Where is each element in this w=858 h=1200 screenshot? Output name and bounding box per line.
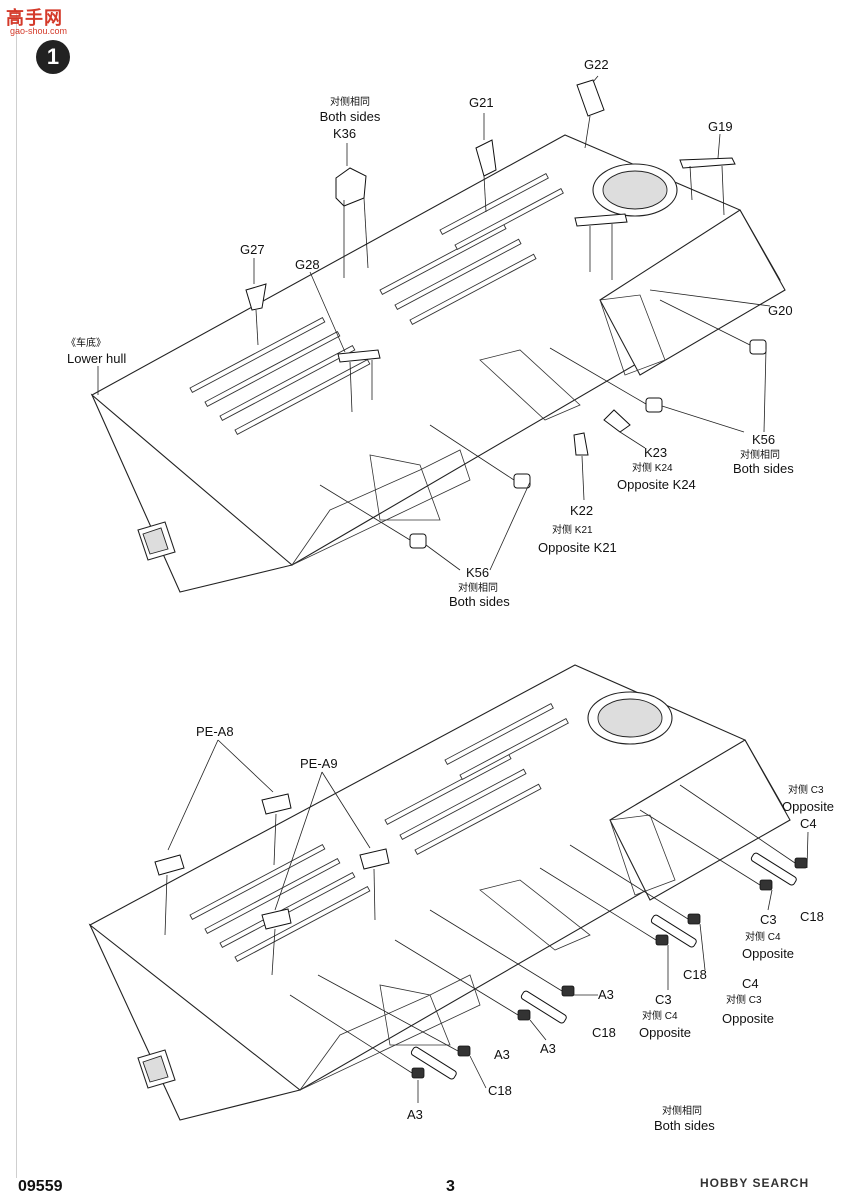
k36-note-en: Both sides <box>319 109 381 124</box>
label-c18-r2: C18 <box>683 967 707 982</box>
c4-r2-opposite-en: Opposite <box>722 1011 775 1026</box>
k22-opposite-cn: 对侧 K21 <box>552 525 593 536</box>
c3-r2-opposite-cn: 对侧 C4 <box>642 1011 678 1022</box>
k23-opposite-cn: 对侧 K24 <box>632 463 673 474</box>
arm-2 <box>520 990 567 1024</box>
bottom-hull-drawing <box>88 664 791 1121</box>
label-a3-3: A3 <box>494 1047 510 1062</box>
label-k22: K22 <box>570 503 594 518</box>
step-number-badge: 1 <box>36 40 70 74</box>
label-g28: G28 <box>295 257 320 272</box>
c3-mid-opposite-cn: 对侧 C4 <box>745 932 781 943</box>
k56-bottom-cn: 对侧相同 <box>458 583 498 594</box>
top-parts <box>245 79 767 549</box>
k23-opposite-en: Opposite K24 <box>617 477 696 492</box>
bottom-parts <box>154 793 808 1080</box>
label-g21: G21 <box>469 95 494 110</box>
label-g22: G22 <box>584 57 609 72</box>
label-pe-a9: PE-A9 <box>300 756 338 771</box>
label-g19: G19 <box>708 119 733 134</box>
k36-note-cn: 对侧相同 <box>330 97 370 108</box>
c3-top-opposite-en: Opposite <box>782 799 835 814</box>
label-k23: K23 <box>644 445 668 460</box>
bottom-leaders <box>164 739 809 1103</box>
watermark-url: gao-shou.com <box>10 26 68 36</box>
label-k56-bottom: K56 <box>466 565 490 580</box>
brand-watermark: HOBBY SEARCH <box>700 1176 810 1190</box>
bottom-deck-slots <box>189 703 569 963</box>
k22-opposite-en: Opposite K21 <box>538 540 617 555</box>
label-c18-1: C18 <box>592 1025 616 1040</box>
label-k56-right: K56 <box>752 432 776 447</box>
product-code: 09559 <box>18 1178 63 1195</box>
label-c18-2: C18 <box>488 1083 512 1098</box>
c3-mid-opposite-en: Opposite <box>742 946 795 961</box>
label-a3-4: A3 <box>407 1107 423 1122</box>
c3-r2-opposite-en: Opposite <box>639 1025 692 1040</box>
deck-slots <box>189 173 564 436</box>
k56-bottom-en: Both sides <box>449 594 510 609</box>
label-a3-2: A3 <box>540 1041 556 1056</box>
label-g27: G27 <box>240 242 265 257</box>
arm-4 <box>750 852 797 886</box>
lower-hull-en: Lower hull <box>67 351 127 366</box>
page-border <box>16 10 843 1178</box>
label-c3-mid: C3 <box>760 912 777 927</box>
label-c18-r1: C18 <box>800 909 824 924</box>
k56-right-en: Both sides <box>733 461 794 476</box>
label-c4-r2: C4 <box>742 976 759 991</box>
label-g20: G20 <box>768 303 793 318</box>
c4-r2-opposite-cn: 对侧 C3 <box>726 995 762 1006</box>
k56-right-cn: 对侧相同 <box>740 450 780 461</box>
c3-top-opposite-cn: 对侧 C3 <box>788 785 824 796</box>
both-sides-en: Both sides <box>654 1118 715 1133</box>
watermark-logo: 高手网 <box>6 8 63 28</box>
arm-1 <box>410 1046 457 1080</box>
label-pe-a8: PE-A8 <box>196 724 234 739</box>
label-c4-top: C4 <box>800 816 817 831</box>
top-hull-drawing <box>90 134 786 593</box>
label-a3-1: A3 <box>598 987 614 1002</box>
label-c3-r2: C3 <box>655 992 672 1007</box>
label-k36: K36 <box>333 126 357 141</box>
top-leaders <box>97 75 771 571</box>
arm-3 <box>650 914 697 948</box>
both-sides-cn: 对侧相同 <box>662 1106 702 1117</box>
page-number: 3 <box>446 1178 455 1195</box>
lower-hull-cn: 《车底》 <box>66 338 106 349</box>
